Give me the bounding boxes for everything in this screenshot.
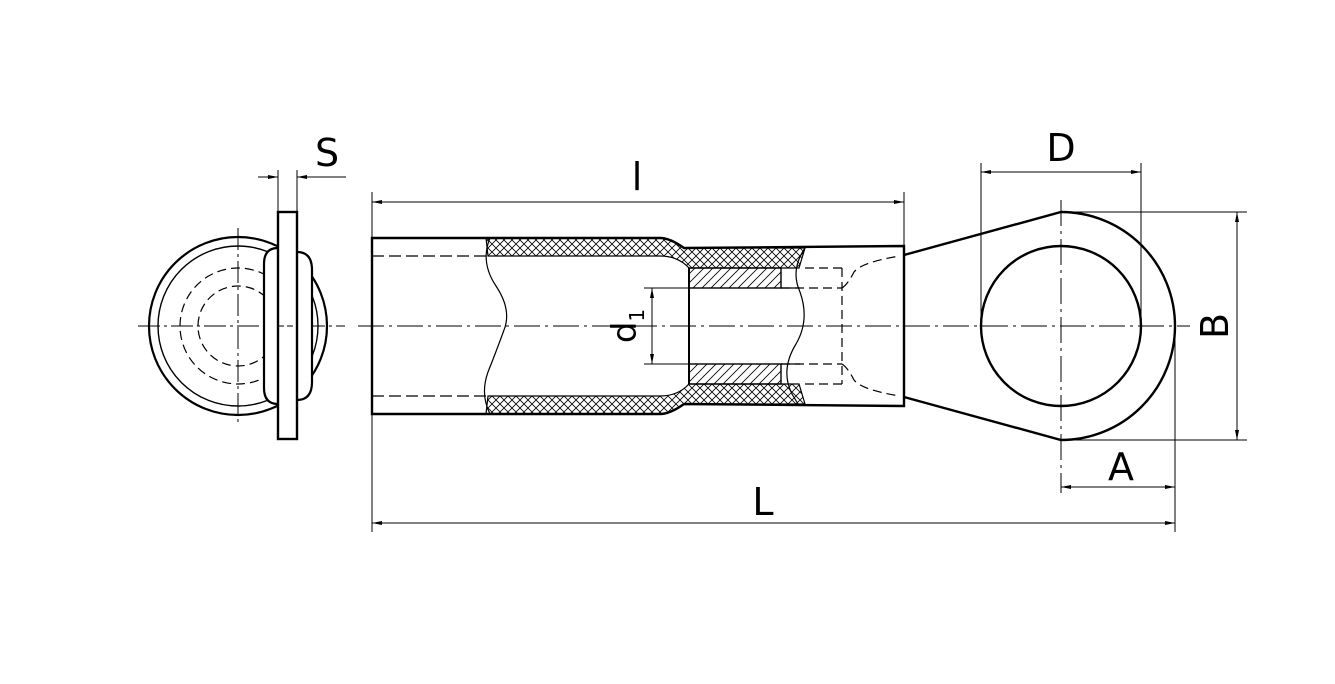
dimension-l-label: l	[632, 155, 643, 199]
dimension-s-label: S	[315, 131, 339, 175]
barrel-section-bottom	[688, 363, 782, 385]
side-view-collar-right	[296, 250, 314, 402]
front-view	[358, 163, 1247, 532]
barrel-section-top	[688, 267, 782, 289]
side-view	[138, 170, 346, 441]
break-line-left	[483, 237, 508, 415]
dimension-overall-label: L	[752, 480, 773, 524]
dimension-b-label: B	[1193, 313, 1237, 339]
insulation-section-top	[485, 237, 806, 269]
side-view-collar	[262, 246, 279, 406]
insulation-section-bottom	[485, 383, 806, 415]
dimension-a-label: A	[1108, 445, 1134, 489]
dimension-d1-subscript: 1	[625, 309, 649, 322]
dimension-d-label: D	[1046, 126, 1075, 170]
side-view-sleeve-outer	[147, 235, 329, 417]
break-line-right	[786, 247, 806, 405]
insulation-sleeve-outline	[370, 236, 906, 416]
side-view-sleeve-inner	[157, 245, 319, 407]
dimension-d1-letter: d	[605, 322, 645, 344]
dimension-d1-label: d1	[605, 309, 649, 343]
